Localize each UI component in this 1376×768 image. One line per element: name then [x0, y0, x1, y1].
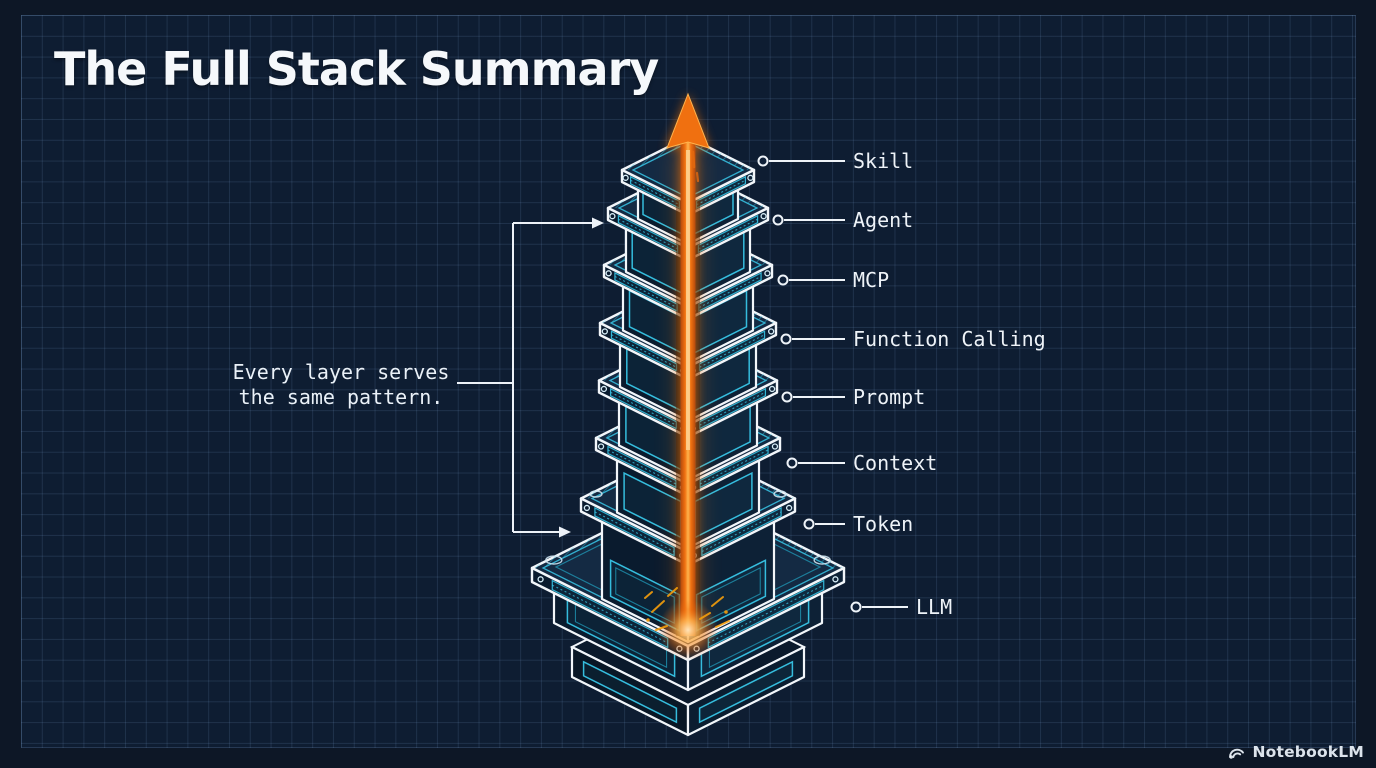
spark-particles	[644, 587, 730, 631]
leader-prompt: Prompt	[781, 385, 925, 409]
layer-label-context: Context	[853, 451, 937, 475]
annotation-callout: Every layer serves the same pattern.	[176, 360, 506, 409]
leader-dot-prompt	[781, 391, 793, 403]
layer-label-llm: LLM	[916, 595, 952, 619]
leader-dot-mcp	[777, 274, 789, 286]
layer-label-skill: Skill	[853, 149, 913, 173]
stack-tower	[530, 135, 846, 737]
watermark-brand: NotebookLM	[1252, 743, 1364, 761]
leader-context: Context	[786, 451, 937, 475]
leader-dot-agent	[772, 214, 784, 226]
leader-skill: Skill	[757, 149, 913, 173]
layer-context-lid-faces	[594, 436, 782, 498]
leader-function-calling: Function Calling	[780, 327, 1046, 351]
layer-label-mcp: MCP	[853, 268, 889, 292]
leader-dot-skill	[757, 155, 769, 167]
layer-mcp-lid-faces	[602, 263, 774, 321]
arrow-base-glow	[658, 600, 718, 660]
leader-token: Token	[803, 512, 913, 536]
layer-label-prompt: Prompt	[853, 385, 925, 409]
leader-dot-function-calling	[780, 333, 792, 345]
layer-llm-lid-faces	[530, 566, 846, 662]
leader-dot-context	[786, 457, 798, 469]
annotation-line-2: the same pattern.	[238, 384, 444, 409]
layer-function-calling-lid-faces	[598, 321, 778, 381]
layer-token-lid-faces	[579, 497, 797, 567]
watermark: NotebookLM	[1227, 743, 1364, 761]
notebooklm-logo-icon	[1229, 748, 1245, 759]
center-arrow	[644, 92, 730, 660]
leader-mcp: MCP	[777, 268, 889, 292]
leader-llm: LLM	[850, 595, 952, 619]
page-title: The Full Stack Summary	[54, 42, 659, 96]
layer-label-token: Token	[853, 512, 913, 536]
leader-dot-token	[803, 518, 815, 530]
layer-label-agent: Agent	[853, 208, 913, 232]
annotation-line-1: Every layer serves	[232, 360, 450, 384]
leader-dot-llm	[850, 601, 862, 613]
leader-agent: Agent	[772, 208, 913, 232]
annotation-bracket	[457, 217, 604, 538]
layer-label-function-calling: Function Calling	[853, 327, 1046, 351]
